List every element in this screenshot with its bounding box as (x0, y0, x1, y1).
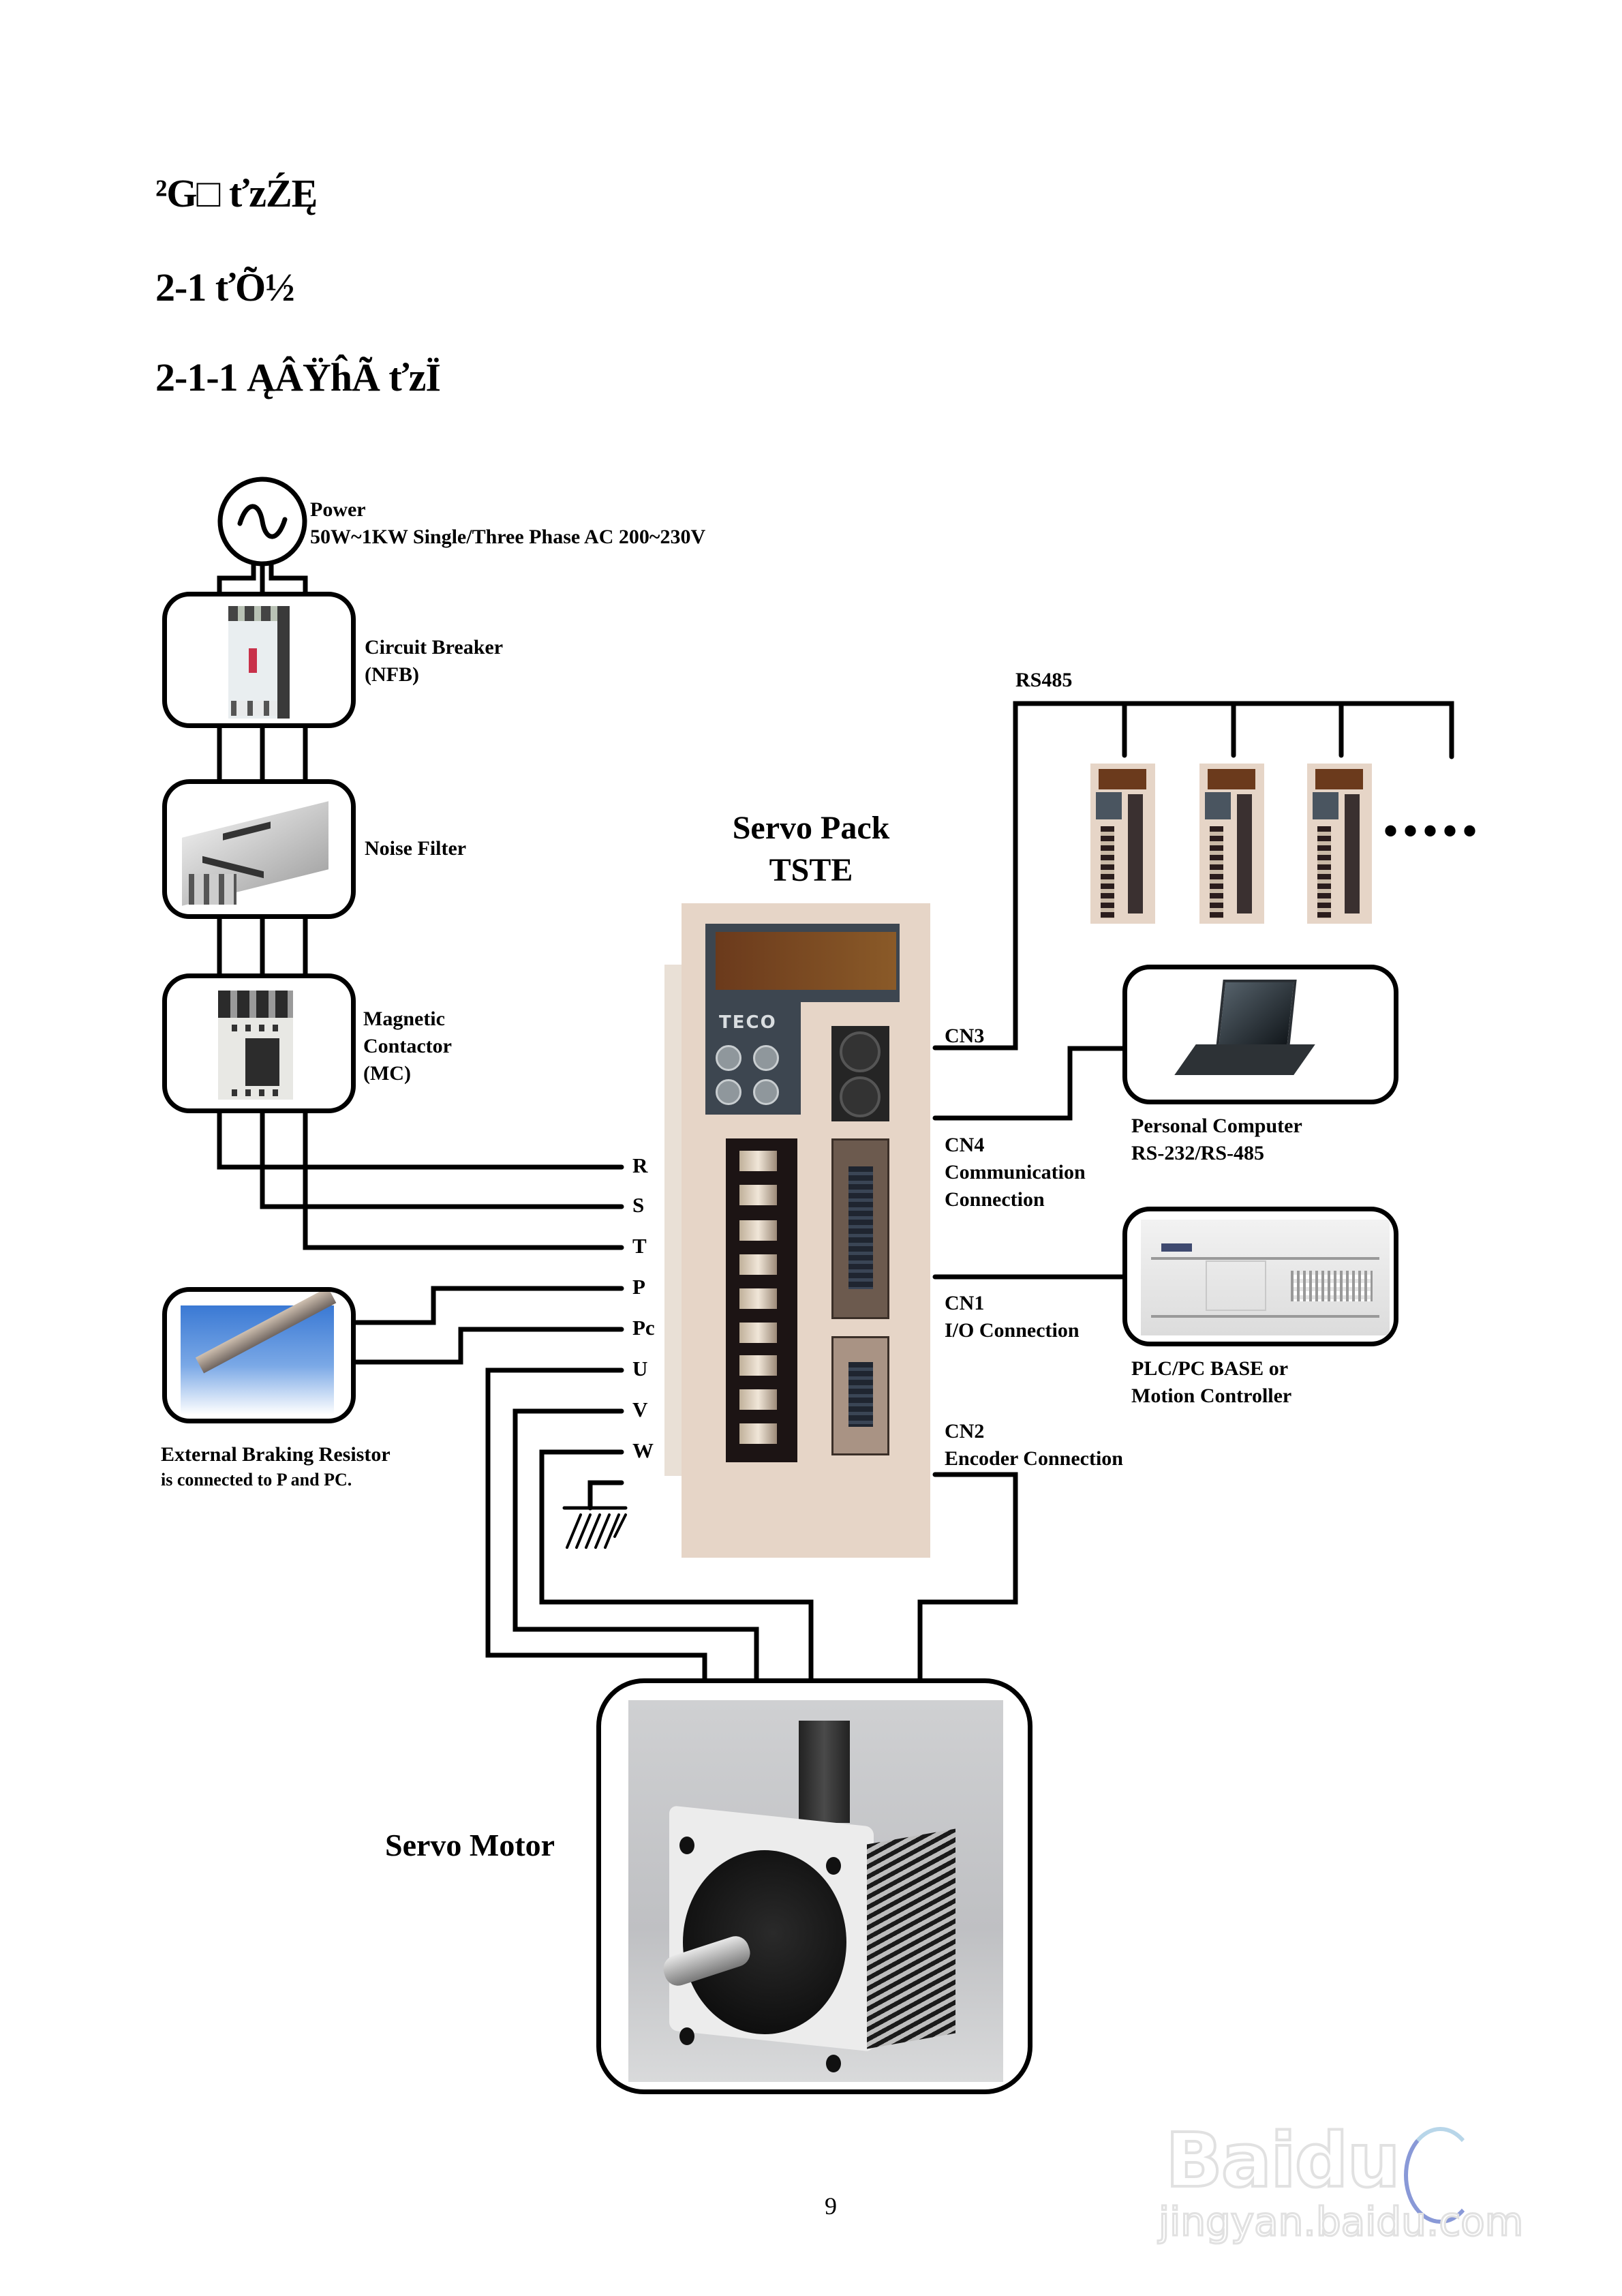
terminal-u: U (632, 1357, 648, 1380)
jingyan-logo-icon (1404, 2127, 1477, 2224)
wire-r (217, 1108, 624, 1170)
braking-resistor-box (162, 1287, 356, 1423)
wire-cn4 (932, 1046, 1127, 1121)
terminal-block (726, 1138, 797, 1462)
terminal-pc: Pc (632, 1316, 655, 1340)
terminal-v: V (632, 1398, 648, 1421)
wire-v (512, 1408, 759, 1683)
circuit-breaker-label: Circuit Breaker (365, 636, 504, 659)
mode-button-icon (716, 1045, 741, 1071)
slave-drive-1 (1090, 764, 1155, 924)
braking-resistor-image (181, 1292, 337, 1415)
watermark-brand: Baidu (1164, 2115, 1402, 2205)
slave-drive-3 (1307, 764, 1372, 924)
circuit-breaker-image (228, 606, 290, 719)
noise-filter-label: Noise Filter (365, 837, 467, 860)
cn3-cn4-ports (831, 1026, 889, 1121)
wire-u (485, 1368, 707, 1683)
terminal-t: T (632, 1234, 647, 1258)
cn3-label: CN3 (945, 1025, 985, 1047)
section-heading: 2-1 ťÕ½ (155, 265, 295, 309)
mc-label-line3: (MC) (363, 1062, 411, 1085)
phase-lines-filter-mc (217, 914, 308, 978)
wire-p (352, 1286, 624, 1325)
page-number: 9 (825, 2192, 837, 2220)
down-button-icon (753, 1079, 779, 1105)
magnetic-contactor-image (218, 991, 293, 1100)
pc-label: Personal Computer (1131, 1115, 1302, 1137)
power-title: Power (310, 498, 366, 521)
wire-w (539, 1449, 814, 1683)
up-button-icon (753, 1045, 779, 1071)
noise-filter-image (182, 799, 332, 908)
cn1-label: CN1 (945, 1292, 985, 1314)
ground-hatch-icon (566, 1513, 627, 1549)
servo-motor-label: Servo Motor (385, 1828, 555, 1862)
servo-pack-title: Servo Pack (732, 810, 890, 846)
plc-image (1141, 1220, 1390, 1335)
circuit-breaker-sublabel: (NFB) (365, 663, 419, 686)
sine-wave-icon (237, 504, 288, 539)
magnetic-contactor-box (162, 973, 356, 1113)
terminal-s: S (632, 1193, 645, 1217)
mc-label-line2: Contactor (363, 1035, 452, 1057)
chapter-heading: ²G□ ťzŹĘ (155, 171, 318, 215)
phase-lines-breaker-filter (217, 723, 308, 783)
cn1-desc: I/O Connection (945, 1319, 1080, 1342)
circuit-breaker-box (162, 592, 356, 728)
laptop-icon (1174, 980, 1315, 1082)
cn4-desc-2: Connection (945, 1188, 1045, 1211)
power-spec: 50W~1KW Single/Three Phase AC 200~230V (310, 526, 706, 548)
terminal-p: P (632, 1275, 645, 1299)
servo-pack-image: TECO (664, 903, 930, 1558)
servo-pack-model: TSTE (769, 852, 853, 888)
wire-rs485 (932, 701, 1454, 1051)
rs485-drops (1122, 701, 1344, 758)
brand-logo: TECO (719, 1012, 777, 1033)
servo-motor-image (628, 1700, 1003, 2082)
cn4-desc-1: Communication (945, 1161, 1086, 1183)
more-drives-ellipsis: ••••• (1383, 809, 1483, 854)
wire-encoder (917, 1472, 1018, 1683)
cn2-label: CN2 (945, 1420, 985, 1442)
mc-label-line1: Magnetic (363, 1008, 445, 1030)
plc-label-1: PLC/PC BASE or (1131, 1357, 1289, 1380)
cn1-connector (831, 1138, 889, 1319)
enter-button-icon (716, 1079, 741, 1105)
servo-display (716, 932, 896, 990)
braking-resistor-label: External Braking Resistor (161, 1443, 391, 1466)
pc-interface: RS-232/RS-485 (1131, 1142, 1265, 1164)
cn4-label: CN4 (945, 1134, 985, 1156)
watermark-url: jingyan.baidu.com (1157, 2198, 1524, 2246)
ground-wire (587, 1480, 624, 1511)
braking-resistor-note: is connected to P and PC. (161, 1470, 352, 1490)
noise-filter-box (162, 779, 356, 919)
personal-computer-box (1122, 965, 1398, 1104)
plc-box (1122, 1207, 1398, 1346)
wire-pc (352, 1327, 624, 1365)
cn2-desc: Encoder Connection (945, 1447, 1123, 1470)
subsection-heading: 2-1-1 ĄÂŸĥÃ ťzÏ (155, 355, 441, 399)
wire-s (260, 1108, 624, 1209)
rs485-label: RS485 (1015, 669, 1073, 691)
servo-motor-box (596, 1678, 1032, 2094)
terminal-w: W (632, 1438, 654, 1462)
slave-drive-2 (1199, 764, 1264, 924)
baidu-watermark: Baidu jingyan.baidu.com (1152, 2059, 1533, 2250)
cn2-connector (831, 1336, 889, 1455)
wire-t (303, 1108, 624, 1250)
plc-label-2: Motion Controller (1131, 1385, 1292, 1407)
terminal-r: R (632, 1153, 648, 1177)
